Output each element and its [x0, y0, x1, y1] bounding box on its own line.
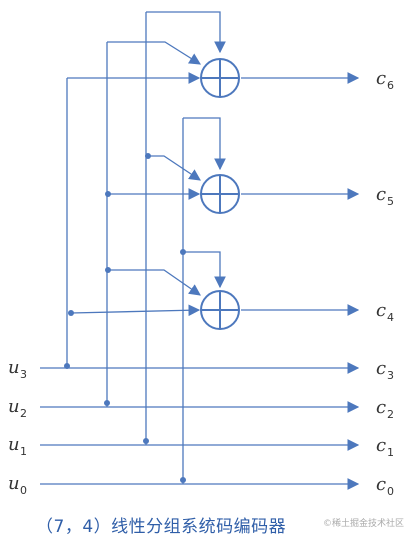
svg-text:2: 2 [387, 408, 394, 421]
wire-u3-to-adder-c4 [70, 304, 201, 317]
junction-dot [180, 477, 186, 483]
svg-text:1: 1 [387, 446, 394, 459]
output-label-c1: c 1 [376, 435, 394, 459]
output-label-c4: c 4 [376, 300, 394, 324]
input-label-u2: u 2 [8, 396, 27, 420]
svg-text:c: c [376, 474, 386, 495]
output-label-c6: c 6 [376, 68, 394, 92]
wire-u0-to-adder-c4 [183, 251, 226, 289]
svg-text:5: 5 [387, 195, 394, 208]
wire-u2-to-adder-c6 [107, 41, 201, 65]
svg-text:3: 3 [387, 369, 394, 382]
wire-u2-to-adder-c4 [108, 269, 201, 296]
input-label-u3: u 3 [8, 357, 27, 381]
svg-text:c: c [376, 300, 386, 321]
xor-adder-c4 [200, 290, 240, 330]
svg-text:u: u [8, 434, 20, 455]
output-label-c2: c 2 [376, 397, 394, 421]
xor-adder-c5 [200, 174, 240, 214]
junction-dot [64, 363, 70, 369]
svg-text:c: c [376, 435, 386, 456]
svg-text:4: 4 [387, 311, 394, 324]
svg-text:3: 3 [20, 368, 27, 381]
junction-dot [104, 400, 110, 406]
watermark: ©稀土掘金技术社区 [322, 519, 404, 529]
svg-text:1: 1 [20, 445, 27, 458]
junction-dot [143, 438, 149, 444]
input-label-u1: u 1 [8, 434, 27, 458]
svg-text:c: c [376, 397, 386, 418]
svg-text:u: u [8, 396, 20, 417]
wire-u1-to-adder-c5 [148, 155, 201, 181]
svg-text:c: c [376, 68, 386, 89]
svg-text:c: c [376, 358, 386, 379]
wire-u1-to-adder-c6 [146, 11, 226, 54]
output-label-c3: c 3 [376, 358, 394, 382]
svg-text:2: 2 [20, 407, 27, 420]
output-label-c5: c 5 [376, 184, 394, 208]
svg-text:u: u [8, 473, 20, 494]
svg-text:u: u [8, 357, 20, 378]
xor-adder-c6 [200, 58, 240, 98]
svg-text:c: c [376, 184, 386, 205]
wire-u0-to-adder-c5 [183, 117, 226, 171]
svg-text:6: 6 [387, 79, 394, 92]
output-label-c0: c 0 [376, 474, 394, 498]
figure-caption: （7，4）线性分组系统码编码器 [36, 517, 287, 537]
input-label-u0: u 0 [8, 473, 27, 497]
svg-text:0: 0 [387, 485, 394, 498]
svg-text:0: 0 [20, 484, 27, 497]
